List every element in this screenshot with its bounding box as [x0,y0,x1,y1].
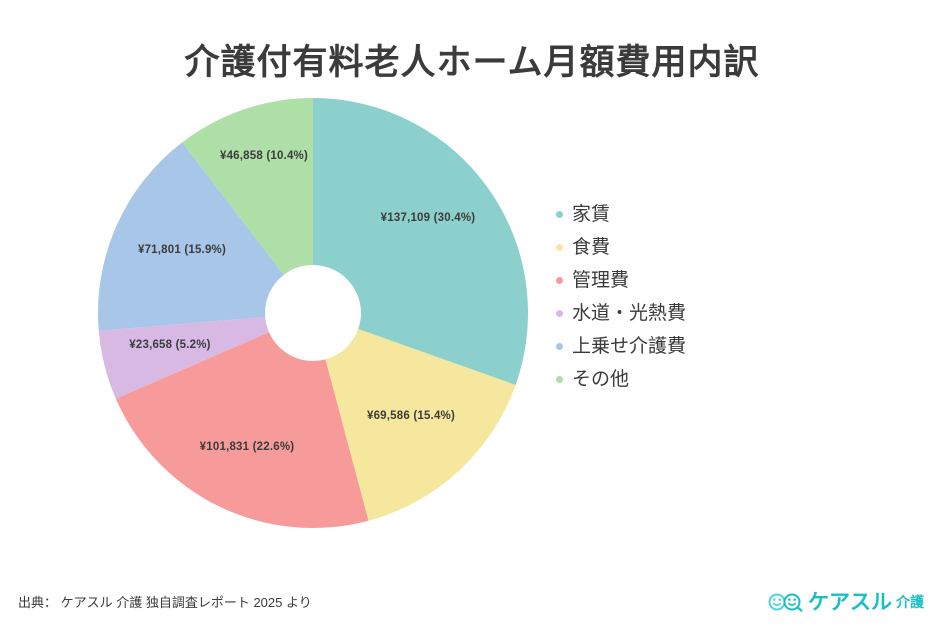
legend-item-2[interactable]: 管理費 [556,264,846,297]
legend-item-label: 管理費 [572,270,630,291]
legend-item-0[interactable]: 家賃 [556,198,846,231]
legend-color-swatch-icon [556,343,563,350]
pie-slice-5[interactable] [182,98,313,275]
legend-item-3[interactable]: 水道・光熱費 [556,297,846,330]
pie-slice-4[interactable] [97,142,284,331]
pie-slice-0[interactable] [313,98,528,385]
legend-item-label: 食費 [572,237,611,258]
pie-slice-2[interactable] [115,332,369,528]
brand-logo: ケアスル 介護 [768,589,924,615]
legend-item-label: 水道・光熱費 [572,303,687,324]
slice-value-label-0: ¥137,109 (30.4%) [380,212,476,224]
legend-color-swatch-icon [556,376,563,383]
legend-color-swatch-icon [556,310,563,317]
slice-value-label-3: ¥23,658 (5.2%) [129,339,211,351]
pie-slice-3[interactable] [98,316,269,399]
brand-name: ケアスル [808,590,892,614]
legend-item-label: その他 [572,369,630,390]
two-smiley-faces-icon [768,593,803,612]
slice-value-label-2: ¥101,831 (22.6%) [199,441,295,453]
slice-value-label-4: ¥71,801 (15.9%) [137,244,227,256]
donut-chart-svg [97,98,528,528]
legend-item-1[interactable]: 食費 [556,231,846,264]
legend-item-label: 上乗せ介護費 [572,336,687,357]
legend-item-4[interactable]: 上乗せ介護費 [556,330,846,363]
slice-value-label-1: ¥69,586 (15.4%) [366,410,456,422]
source-note: 出典： ケアスル 介護 独自調査レポート 2025 より [18,595,312,610]
pie-chart: ¥137,109 (30.4%) ¥69,586 (15.4%) ¥101,83… [0,96,560,536]
chart-legend: 家賃 食費 管理費 水道・光熱費 上乗せ介護費 その他 [556,198,846,396]
legend-item-label: 家賃 [572,204,611,225]
slice-value-label-5: ¥46,858 (10.4%) [219,150,309,162]
page-title: 介護付有料老人ホーム月額費用内訳 [184,43,760,82]
legend-color-swatch-icon [556,244,563,251]
legend-color-swatch-icon [556,211,563,218]
pie-slice-1[interactable] [325,329,516,521]
brand-suffix: 介護 [896,594,924,610]
legend-color-swatch-icon [556,277,563,284]
legend-item-5[interactable]: その他 [556,363,846,396]
